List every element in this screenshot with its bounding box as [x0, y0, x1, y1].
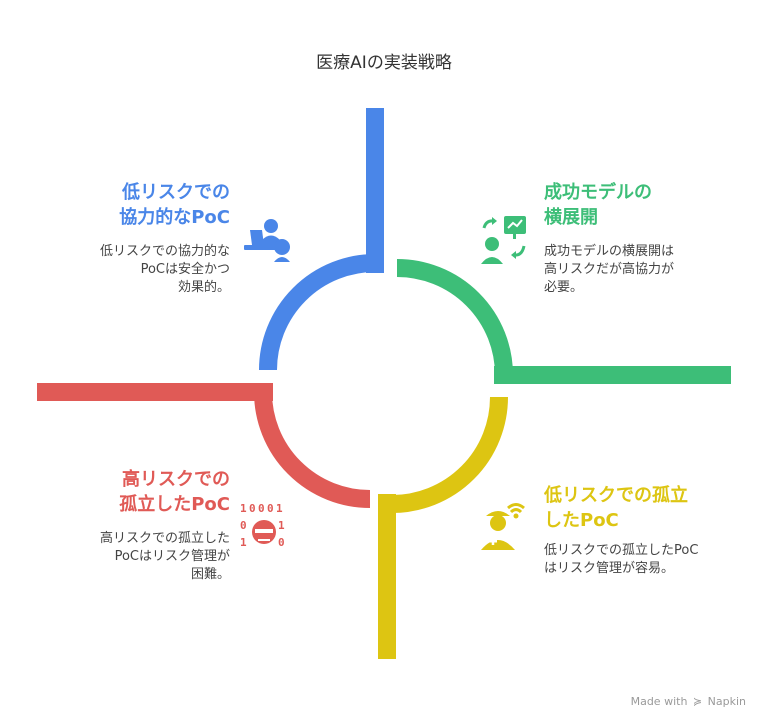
description-line: はリスク管理が容易。	[544, 561, 675, 576]
svg-text:1: 1	[278, 519, 285, 532]
heading-line: 横展開	[544, 207, 598, 228]
svg-text:0: 0	[258, 502, 265, 515]
line-top-left	[366, 108, 384, 273]
heading-bottom-right: 低リスクでの孤立 したPoC	[544, 483, 754, 533]
heading-line: したPoC	[544, 510, 619, 531]
description-line: PoCは安全かつ	[140, 262, 230, 277]
description-line: 低リスクでの孤立したPoC	[544, 543, 699, 558]
napkin-logo-icon: ≽	[692, 695, 703, 708]
arc-bottom-left	[254, 391, 371, 508]
line-bottom-left	[37, 383, 273, 401]
svg-text:0: 0	[240, 519, 247, 532]
presentation-exchange-icon	[481, 216, 526, 264]
line-bottom-right	[378, 494, 396, 659]
description-line: 困難。	[190, 567, 230, 582]
line-top-right	[494, 366, 731, 384]
arc-top-left	[259, 254, 376, 371]
description-line: 高リスクだが高協力が	[544, 262, 675, 277]
description-line: 成功モデルの横展開は	[544, 244, 675, 259]
arc-top-right	[396, 259, 513, 376]
napkin-brand: Napkin	[707, 695, 746, 708]
heading-line: 低リスクでの	[122, 182, 230, 203]
svg-text:0: 0	[249, 502, 256, 515]
description-bottom-left: 高リスクでの孤立した PoCはリスク管理が 困難。	[40, 530, 230, 584]
svg-text:0: 0	[278, 536, 285, 549]
description-top-left: 低リスクでの協力的な PoCは安全かつ 効果的。	[40, 243, 230, 297]
description-line: 低リスクでの協力的な	[99, 244, 230, 259]
heading-line: 高リスクでの	[122, 469, 230, 490]
svg-text:1: 1	[240, 536, 247, 549]
made-with-credit[interactable]: Made with ≽ Napkin	[631, 695, 746, 708]
description-line: 高リスクでの孤立した	[99, 531, 230, 546]
heading-line: 低リスクでの孤立	[544, 485, 688, 506]
doctor-wifi-icon	[481, 503, 525, 550]
description-line: PoCはリスク管理が	[114, 549, 230, 564]
svg-text:1: 1	[276, 502, 283, 515]
person-laptop-icon	[244, 219, 290, 262]
diagram-title: 医療AIの実装戦略	[316, 53, 452, 73]
description-line: 効果的。	[177, 280, 230, 295]
svg-text:1: 1	[240, 502, 247, 515]
made-with-label: Made with	[630, 695, 688, 708]
heading-line: 成功モデルの	[544, 182, 652, 203]
heading-line: 孤立したPoC	[119, 494, 230, 515]
description-top-right: 成功モデルの横展開は 高リスクだが高協力が 必要。	[544, 243, 744, 297]
heading-top-left: 低リスクでの 協力的なPoC	[40, 180, 230, 230]
description-bottom-right: 低リスクでの孤立したPoC はリスク管理が容易。	[544, 542, 754, 578]
description-line: 必要。	[544, 280, 584, 295]
heading-line: 協力的なPoC	[119, 207, 230, 228]
heading-top-right: 成功モデルの 横展開	[544, 180, 744, 230]
heading-bottom-left: 高リスクでの 孤立したPoC	[40, 467, 230, 517]
arc-bottom-right	[391, 396, 508, 513]
svg-text:0: 0	[267, 502, 274, 515]
